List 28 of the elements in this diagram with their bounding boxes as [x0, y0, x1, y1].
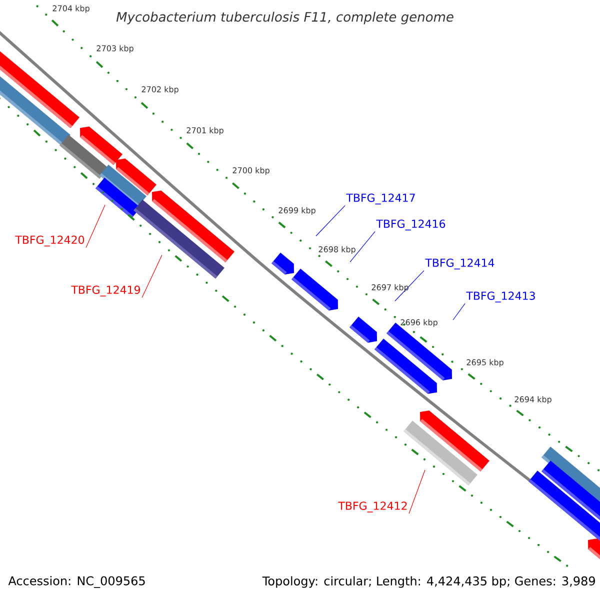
gene-label: TBFG_12419	[71, 286, 140, 296]
footer-text: Accession: NC_009565	[8, 576, 145, 588]
leader-line	[452, 303, 466, 320]
tick-label: 2704 kbp	[52, 5, 90, 13]
gene-label: TBFG_12420	[15, 236, 84, 246]
title: Mycobacterium tuberculosis F11, complete genome	[116, 12, 454, 24]
gene-label: TBFG_12413	[466, 292, 535, 302]
leader-line	[350, 231, 376, 262]
tick-label: 2694 kbp	[514, 396, 552, 404]
tick-label: 2697 kbp	[372, 284, 408, 292]
tick-label: 2700 kbp	[232, 167, 270, 175]
leader-line	[408, 470, 426, 514]
tick-label: 2695 kbp	[466, 359, 504, 367]
tick-label: 2702 kbp	[142, 86, 178, 94]
gene-label: TBFG_12412	[338, 502, 407, 512]
tick-label: 2703 kbp	[96, 45, 134, 53]
tick-label: 2699 kbp	[278, 207, 316, 215]
leader-line	[142, 254, 162, 298]
tick-label: 2698 kbp	[318, 246, 356, 254]
tick-label: 2696 kbp	[400, 319, 438, 327]
gene-label: TBFG_12416	[376, 220, 446, 230]
leader-line	[86, 204, 106, 248]
leader-line	[316, 205, 346, 236]
gene-label: TBFG_12414	[425, 258, 494, 270]
gene-label: TBFG_12417	[346, 194, 415, 204]
leader-line	[394, 270, 424, 302]
tick-label: 2701 kbp	[186, 127, 224, 135]
footer-text: Topology: circular; Length: 4,424,435 bp; Genes: 3,989	[262, 576, 595, 588]
